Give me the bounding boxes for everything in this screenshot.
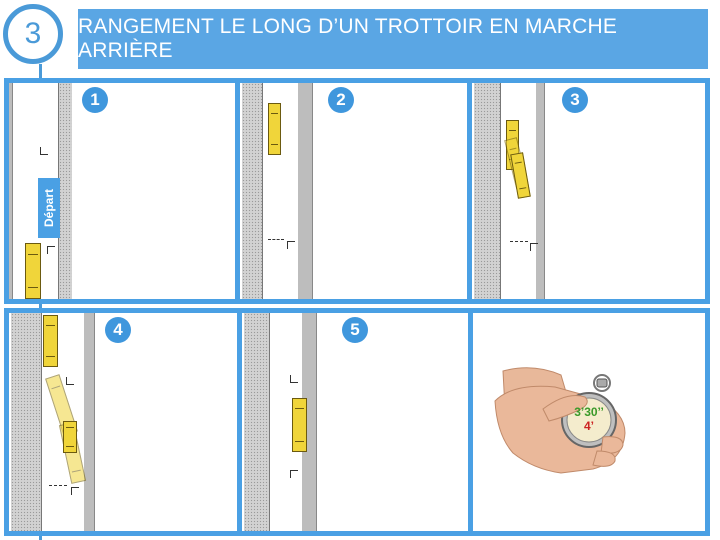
step-number-3: 3 bbox=[562, 87, 588, 113]
divider bbox=[467, 78, 472, 304]
parking-marker bbox=[66, 377, 74, 385]
divider bbox=[468, 308, 473, 536]
parking-marker bbox=[290, 375, 298, 383]
car bbox=[25, 243, 41, 299]
car bbox=[63, 421, 77, 453]
guide-line bbox=[49, 485, 67, 486]
panel-step-5: 5 bbox=[242, 313, 468, 531]
panel-step-3: 3 bbox=[472, 83, 705, 299]
start-label: Départ bbox=[38, 178, 60, 238]
divider bbox=[237, 308, 242, 536]
parking-marker bbox=[47, 246, 55, 254]
step-number-2: 2 bbox=[328, 87, 354, 113]
divider bbox=[235, 78, 240, 304]
step-number-4: 4 bbox=[105, 317, 131, 343]
step-number-5: 5 bbox=[342, 317, 368, 343]
sidewalk bbox=[474, 83, 501, 299]
parking-marker bbox=[287, 241, 295, 249]
sidewalk bbox=[244, 313, 270, 531]
curb bbox=[9, 83, 13, 299]
page-title: RANGEMENT LE LONG D’UN TROTTOIR EN MARCH… bbox=[78, 9, 708, 69]
parking-marker bbox=[40, 147, 48, 155]
sidewalk bbox=[58, 83, 72, 299]
panel-step-2: 2 bbox=[240, 83, 467, 299]
parking-marker bbox=[290, 470, 298, 478]
parking-marker bbox=[530, 243, 538, 251]
guide-line bbox=[268, 239, 284, 240]
time-primary: 3’30’’ bbox=[574, 405, 604, 419]
step-number-1: 1 bbox=[82, 87, 108, 113]
car bbox=[268, 103, 281, 155]
curb bbox=[84, 313, 95, 531]
time-secondary: 4’ bbox=[583, 419, 594, 433]
row-frame-top bbox=[4, 78, 710, 304]
car bbox=[292, 398, 307, 452]
curb bbox=[302, 313, 317, 531]
curb bbox=[536, 83, 545, 299]
sidewalk bbox=[242, 83, 263, 299]
row-frame-bottom bbox=[4, 308, 710, 536]
panel-stopwatch: 3’30’’ 4’ bbox=[473, 313, 705, 531]
hand-stopwatch-icon bbox=[494, 367, 626, 474]
car bbox=[510, 152, 531, 199]
guide-line bbox=[510, 241, 528, 242]
car bbox=[43, 315, 58, 367]
sidewalk bbox=[11, 313, 42, 531]
parking-marker bbox=[71, 487, 79, 495]
panel-step-1: 1 bbox=[9, 83, 235, 299]
curb bbox=[298, 83, 313, 299]
step-number-badge: 3 bbox=[3, 4, 63, 64]
panel-step-4: 4 bbox=[9, 313, 237, 531]
